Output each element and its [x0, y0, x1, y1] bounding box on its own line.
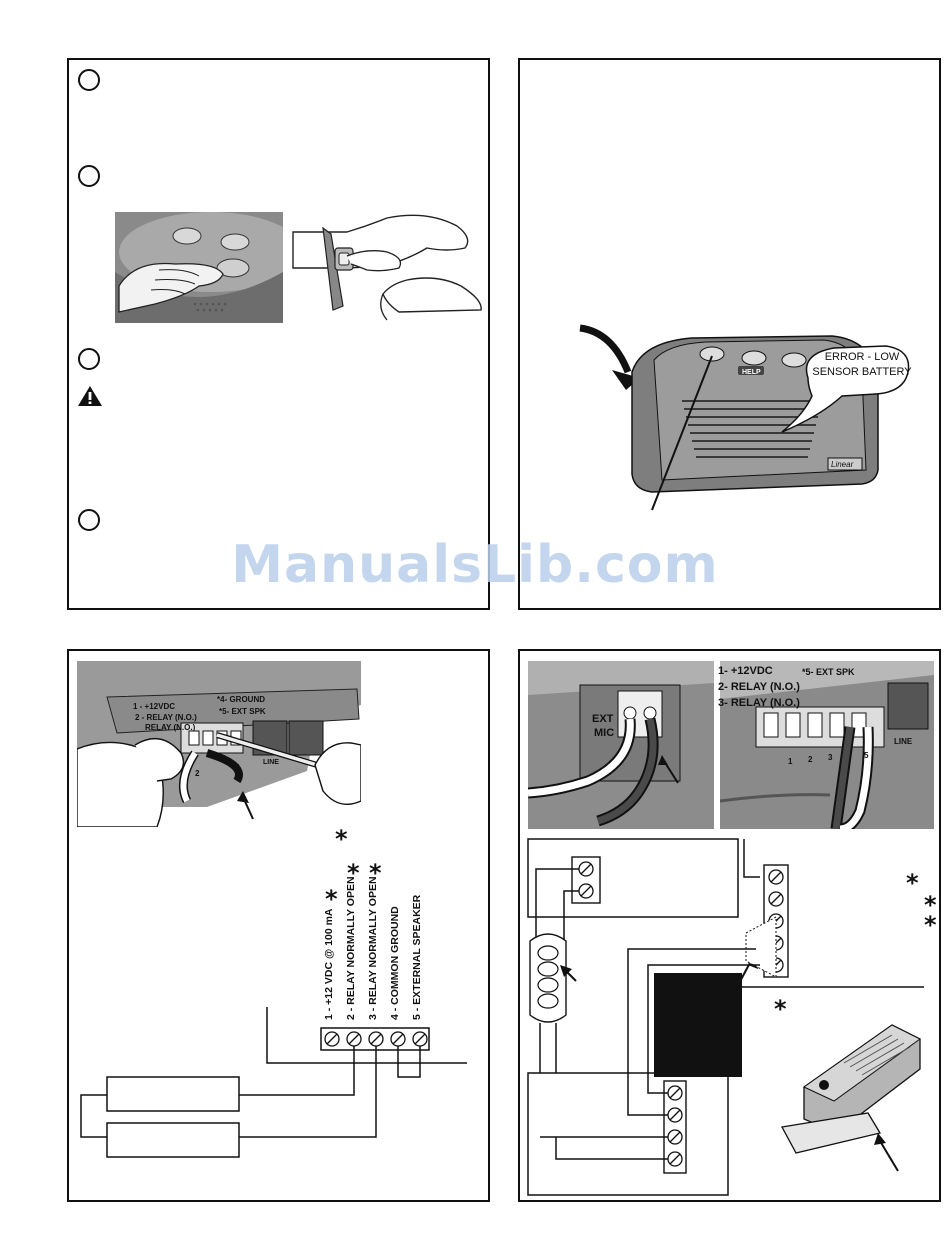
terminal-label-3: 3 - RELAY NORMALLY OPEN: [367, 876, 379, 1020]
bubble-line-2: SENSOR BATTERY: [812, 366, 912, 378]
photo-num-5: 5: [235, 763, 240, 772]
ext-label: EXT: [592, 713, 614, 725]
photo-label-line3: RELAY (N.O.): [145, 723, 196, 732]
asterisk-right-3: *: [924, 911, 937, 939]
console-help-label: HELP: [742, 369, 761, 376]
asterisk-note: *: [335, 825, 348, 853]
photo-label-line2-right: *5- EXT SPK: [219, 707, 266, 716]
terminal-num-1: 1: [788, 757, 793, 766]
terminal-block-photo: [720, 661, 934, 829]
speech-bubble-text: ERROR - LOW SENSOR BATTERY: [812, 350, 912, 380]
photo-label-line2-left: 2 - RELAY (N.O.): [135, 713, 197, 722]
terminal-label-2: 2 - RELAY NORMALLY OPEN: [345, 876, 357, 1020]
panel-bottom-right: EXT MIC 1- +12VDC *5- EXT SPK 2- RELAY (…: [518, 649, 941, 1202]
console-error-illustration: HELP Linear: [579, 324, 910, 511]
step-circle-1: [78, 69, 100, 91]
terminal-line3: 3- RELAY (N.O.): [718, 697, 800, 709]
asterisk-right-1: *: [906, 869, 919, 897]
step-circle-3: [78, 348, 100, 370]
wrist-pendant-illustration: [292, 214, 482, 321]
warning-icon: [78, 386, 102, 406]
mic-label: MIC: [594, 727, 615, 739]
bubble-line-1: ERROR - LOW: [824, 351, 900, 363]
ext-mic-photo: [528, 661, 714, 829]
asterisk-terminal-1: *: [325, 885, 338, 913]
terminal-label-4: 4 - COMMON GROUND: [389, 906, 401, 1020]
terminal-label-5: 5 - EXTERNAL SPEAKER: [411, 894, 423, 1020]
brand-label: Linear: [831, 460, 854, 469]
panel-top-right: HELP Linear ERROR - LOW SENSOR BATTERY: [518, 58, 941, 610]
terminal-num-5: 5: [864, 751, 869, 760]
relay-wiring-diagram: [80, 1007, 467, 1158]
console-buttons-photo: [115, 212, 283, 323]
photo-label-line1-left: 1 - +12VDC: [133, 702, 176, 711]
terminal-line1-right: *5- EXT SPK: [802, 667, 855, 677]
mic-speaker-wiring-diagram: [527, 838, 924, 1196]
asterisk-terminal-2: *: [347, 859, 360, 887]
terminal-label-1: 1 - +12 VDC @ 100 mA: [323, 908, 335, 1021]
photo-label-line1-right: *4- GROUND: [217, 695, 266, 704]
asterisk-right-4: *: [774, 995, 787, 1023]
asterisk-terminal-3: *: [369, 859, 382, 887]
terminal-strip-photo: [77, 661, 361, 827]
asterisk-right-2: *: [924, 891, 937, 919]
photo-num-2: 2: [195, 769, 200, 778]
terminal-num-2: 2: [808, 755, 813, 764]
watermark: ManualsLib.com: [231, 535, 719, 595]
terminal-line2: 2- RELAY (N.O.): [718, 681, 800, 693]
photo-jack-label: LINE: [263, 759, 279, 766]
step-circle-2: [78, 165, 100, 187]
terminal-jack-label: LINE: [894, 737, 913, 746]
panel-bottom-left: 1 - +12VDC *4- GROUND 2 - RELAY (N.O.) *…: [67, 649, 490, 1202]
terminal-num-3: 3: [828, 753, 833, 762]
terminal-line1: 1- +12VDC: [718, 665, 773, 677]
step-circle-4: [78, 509, 100, 531]
panel-top-left: [67, 58, 490, 610]
